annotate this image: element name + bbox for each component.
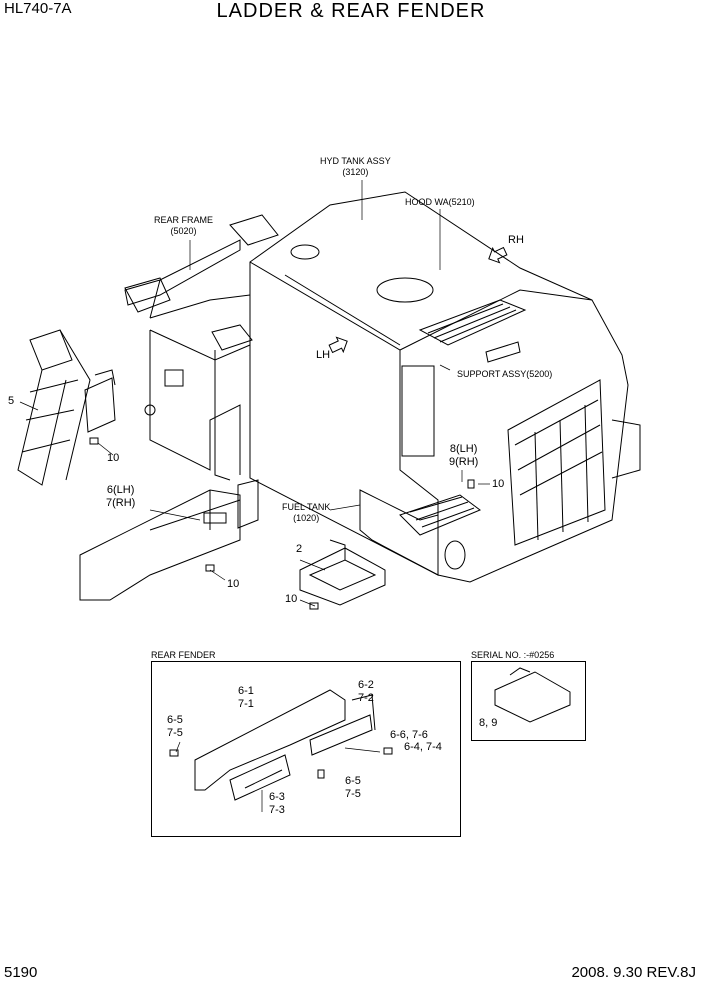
callout-bolt-b: 10	[492, 478, 505, 490]
rear-fender-detail	[169, 689, 393, 812]
callout-fender: 6(LH)7(RH)	[106, 484, 136, 509]
page-title: LADDER & REAR FENDER	[216, 0, 486, 22]
hood-body	[249, 191, 641, 583]
callout-step: 8(LH)9(RH)	[449, 443, 479, 468]
rear-fender-frame	[151, 661, 461, 837]
callout-6-6: 6-6, 7-6	[390, 729, 428, 741]
callout-fuel-tank: FUEL TANK(1020)	[282, 502, 331, 523]
callout-rh: RH	[508, 234, 524, 246]
callout-bolt-d: 10	[285, 593, 298, 605]
rear-fender-title: REAR FENDER	[151, 650, 216, 660]
step-bracket	[299, 539, 386, 606]
callout-hyd-tank: HYD TANK ASSY(3120)	[320, 156, 391, 177]
model-code: HL740-7A	[4, 0, 72, 17]
ladder	[17, 329, 116, 486]
bolt-icons	[89, 437, 475, 610]
fender	[79, 479, 259, 601]
callout-bolt-a: 10	[107, 452, 120, 464]
callout-bracket: 2	[296, 543, 303, 555]
callout-bolt-c: 10	[227, 578, 240, 590]
rear-frame	[124, 214, 279, 481]
callout-rear-frame: REAR FRAME(5020)	[154, 215, 214, 236]
fuel-tank	[359, 489, 481, 576]
callout-hood: HOOD WA(5210)	[405, 197, 475, 207]
lh-arrow-icon	[328, 336, 348, 354]
revision-date: 2008. 9.30 REV.8J	[571, 964, 696, 981]
leader-lines	[19, 180, 490, 607]
serial-frame	[471, 661, 586, 741]
callout-lh: LH	[316, 349, 331, 361]
callout-support: SUPPORT ASSY(5200)	[457, 369, 553, 379]
rh-arrow-icon	[488, 246, 508, 264]
callout-ladder: 5	[8, 395, 15, 407]
page-number: 5190	[4, 964, 38, 981]
serial-title: SERIAL NO. :-#0256	[471, 650, 555, 660]
callout-8-9: 8, 9	[479, 717, 498, 729]
serial-detail	[494, 667, 571, 723]
callout-6-4: 6-4, 7-4	[404, 741, 442, 753]
